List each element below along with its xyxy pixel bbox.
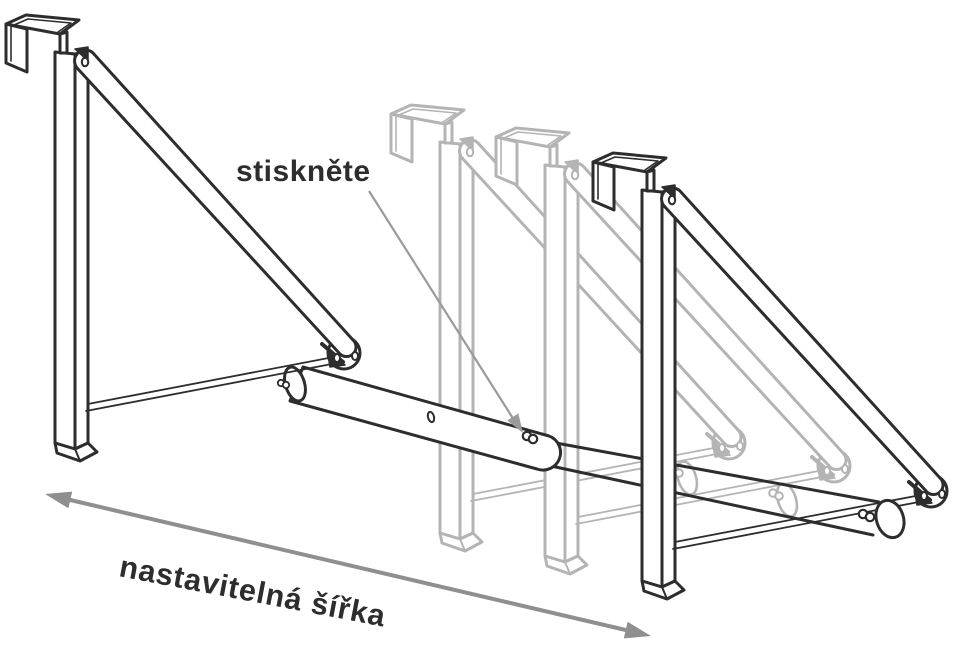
adjustable-width-label: nastavitelná šířka <box>117 549 389 633</box>
width-annotation <box>45 491 651 639</box>
adjustment-hole <box>426 410 436 424</box>
inner-tube-end <box>857 498 906 540</box>
ghost-tube-positions <box>668 460 799 518</box>
press-arrowhead-icon <box>507 413 523 433</box>
outer-telescoping-tube <box>276 365 563 472</box>
press-annotation <box>368 190 523 433</box>
width-arrow-line <box>65 497 631 633</box>
width-arrowhead-right-icon <box>623 621 651 639</box>
press-leader-line <box>368 190 515 421</box>
inner-telescoping-tube <box>549 441 881 537</box>
inner-tube-cap <box>874 498 906 540</box>
width-arrowhead-left-icon <box>45 491 73 509</box>
press-label: stiskněte <box>236 155 371 188</box>
